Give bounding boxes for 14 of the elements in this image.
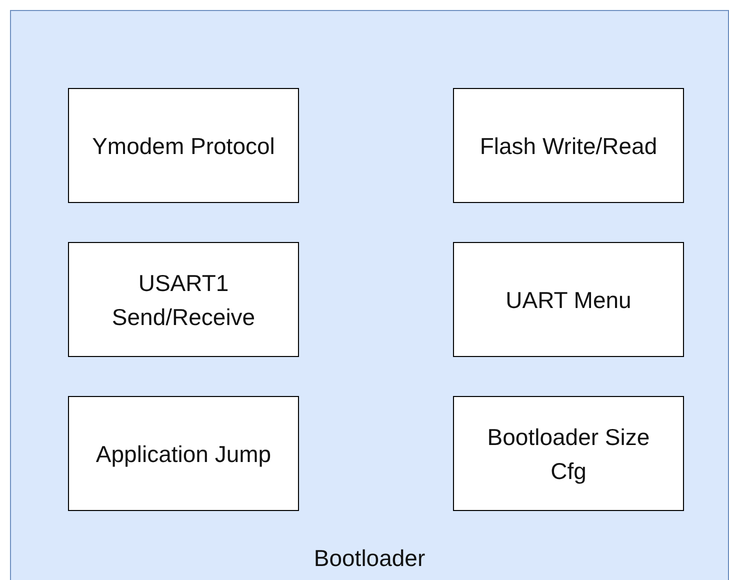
module-label: UART Menu <box>504 286 632 314</box>
module-box <box>453 242 684 357</box>
module-box <box>453 88 684 203</box>
module-label: Bootloader Size Cfg <box>486 422 651 486</box>
module-box <box>68 242 299 357</box>
module-box <box>68 88 299 203</box>
module-label: Application Jump <box>94 440 272 469</box>
module-label: Ymodem Protocol <box>91 132 276 160</box>
container-box <box>10 10 729 580</box>
module-label: Flash Write/Read <box>478 132 658 160</box>
module-box <box>68 396 299 511</box>
module-label: USART1 Send/Receive <box>110 268 256 332</box>
module-box <box>453 396 684 511</box>
container-label: Bootloader <box>314 544 426 573</box>
